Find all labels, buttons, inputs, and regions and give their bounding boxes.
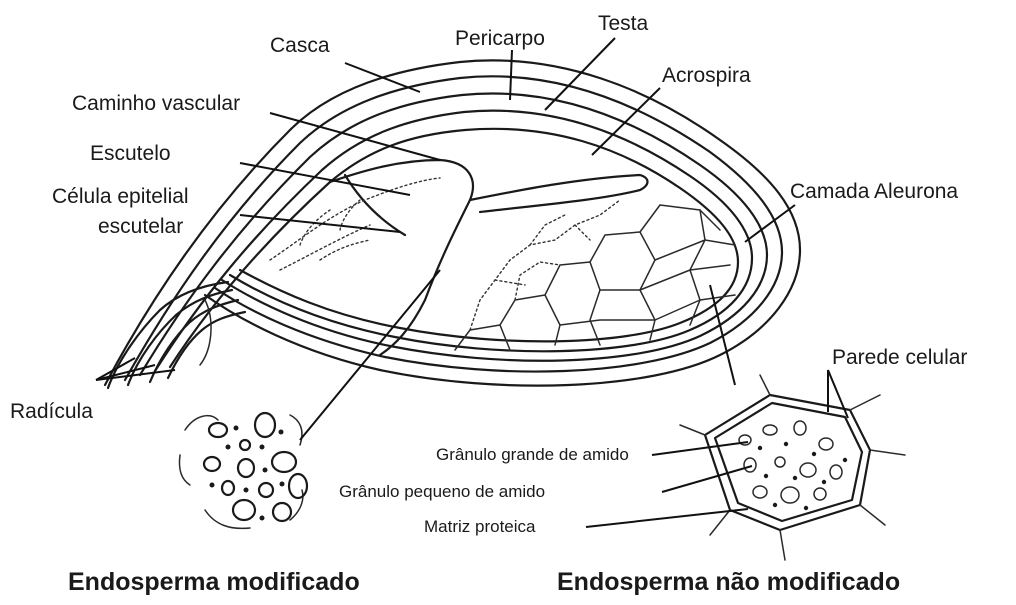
caption-modificado: Endosperma modificado — [68, 568, 360, 596]
label-matriz-proteica: Matriz proteica — [424, 517, 536, 536]
label-granulo-grande: Grânulo grande de amido — [436, 445, 629, 464]
label-camada-aleurona: Camada Aleurona — [790, 180, 958, 203]
label-testa: Testa — [598, 12, 649, 35]
label-escutelar: escutelar — [98, 215, 183, 238]
modified-endosperm-inset — [179, 413, 307, 528]
label-acrospira: Acrospira — [662, 64, 751, 87]
label-celula-epitelial: Célula epitelial — [52, 185, 189, 208]
label-parede-celular: Parede celular — [832, 346, 967, 369]
label-radicula: Radícula — [10, 400, 93, 423]
label-granulo-pequeno: Grânulo pequeno de amido — [339, 482, 545, 501]
label-pericarpo: Pericarpo — [455, 27, 545, 50]
label-casca: Casca — [270, 34, 330, 57]
label-caminho-vascular: Caminho vascular — [72, 92, 240, 115]
embryo — [270, 160, 648, 355]
captions: Endosperma modificado Endosperma não mod… — [68, 568, 900, 596]
caption-nao-modificado: Endosperma não modificado — [557, 568, 900, 596]
label-escutelo: Escutelo — [90, 142, 171, 165]
unmodified-endosperm-inset — [680, 375, 905, 560]
labels: Casca Pericarpo Testa Acrospira Caminho … — [10, 12, 967, 536]
